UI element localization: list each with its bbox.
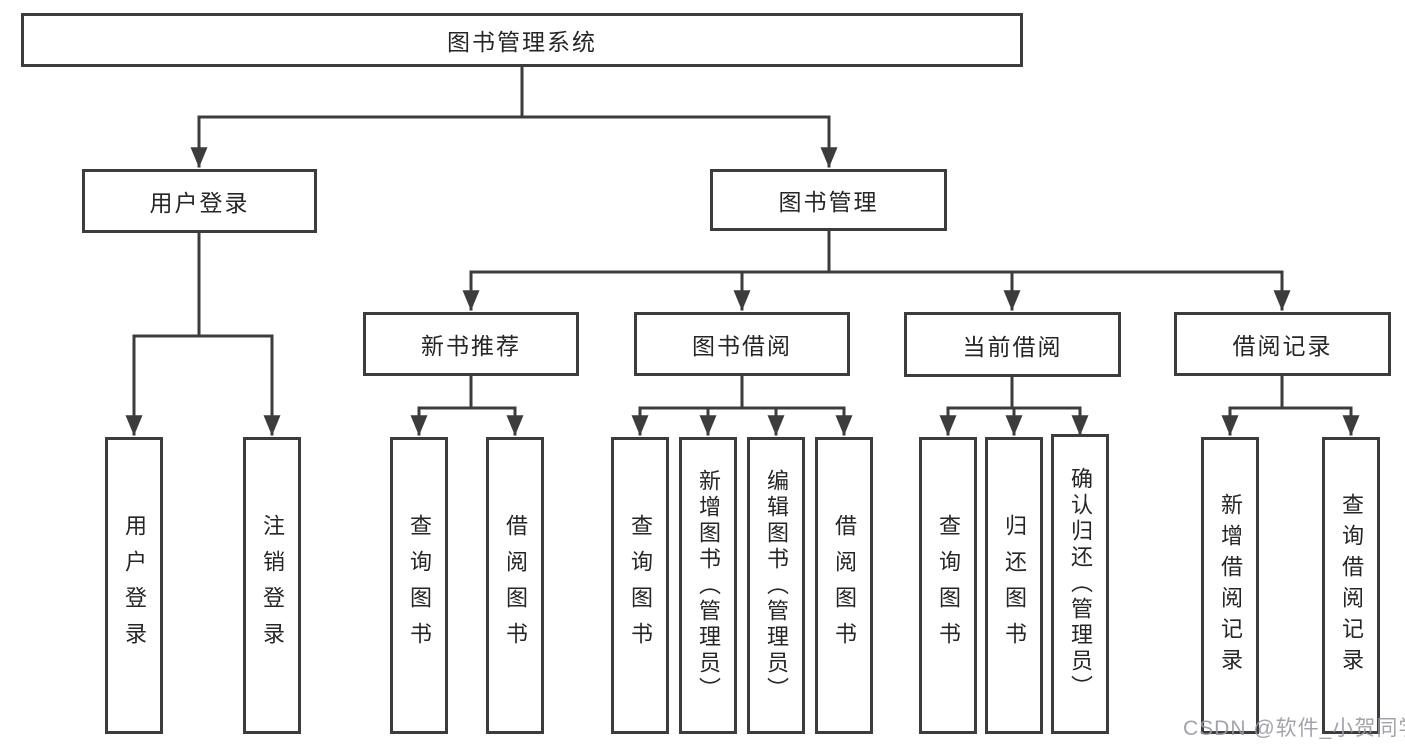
node-label: 新增借阅记录: [1218, 492, 1243, 679]
node-label: 新增图书（管理员）: [696, 468, 721, 703]
node-label: 归还图书: [1002, 513, 1027, 658]
node-current-borrowing: 当前借阅: [904, 312, 1121, 377]
node-br-query-borrow-record: 查询借阅记录: [1322, 437, 1380, 734]
node-label: 用户登录: [149, 190, 250, 216]
node-book-borrowing: 图书借阅: [634, 312, 850, 376]
node-bb-edit-books-admin: 编辑图书（管理员）: [747, 437, 805, 734]
node-label: 查询图书: [407, 513, 432, 658]
node-label: 图书管理: [778, 189, 879, 215]
node-new-book-recommendation: 新书推荐: [363, 312, 579, 376]
node-label: 新书推荐: [421, 333, 521, 359]
node-bb-query-books: 查询图书: [611, 437, 669, 734]
node-label: 确认归还（管理员）: [1068, 467, 1093, 701]
node-label: 借阅图书: [503, 513, 528, 658]
node-logout: 注销登录: [243, 437, 301, 734]
node-cb-return-books: 归还图书: [985, 437, 1043, 734]
node-cb-confirm-return-admin: 确认归还（管理员）: [1051, 434, 1109, 734]
node-label: 查询图书: [936, 513, 961, 658]
watermark: CSDN @软件_小贺同学: [1183, 717, 1405, 740]
node-book-management: 图书管理: [710, 169, 947, 231]
node-label: 借阅记录: [1232, 333, 1333, 359]
node-label: 注销登录: [260, 513, 285, 658]
node-cb-query-books: 查询图书: [919, 437, 977, 734]
node-label: 查询图书: [628, 513, 653, 658]
node-borrow-records: 借阅记录: [1174, 312, 1391, 376]
node-label: 编辑图书（管理员）: [764, 468, 789, 703]
node-bb-add-books-admin: 新增图书（管理员）: [679, 437, 737, 734]
node-br-add-borrow-record: 新增借阅记录: [1201, 437, 1259, 734]
node-nbr-borrow-books: 借阅图书: [486, 437, 544, 734]
node-label: 用户登录: [122, 513, 147, 658]
node-nbr-query-books: 查询图书: [390, 437, 448, 734]
node-user-login-branch: 用户登录: [82, 169, 317, 233]
node-user-login: 用户登录: [105, 437, 163, 734]
node-label: 借阅图书: [832, 513, 857, 658]
node-label: 图书管理系统: [447, 29, 597, 55]
node-label: 图书借阅: [692, 333, 792, 359]
node-library-management-system: 图书管理系统: [21, 13, 1023, 67]
node-label: 查询借阅记录: [1339, 492, 1364, 679]
node-bb-borrow-books: 借阅图书: [815, 437, 873, 734]
node-label: 当前借阅: [962, 333, 1063, 360]
